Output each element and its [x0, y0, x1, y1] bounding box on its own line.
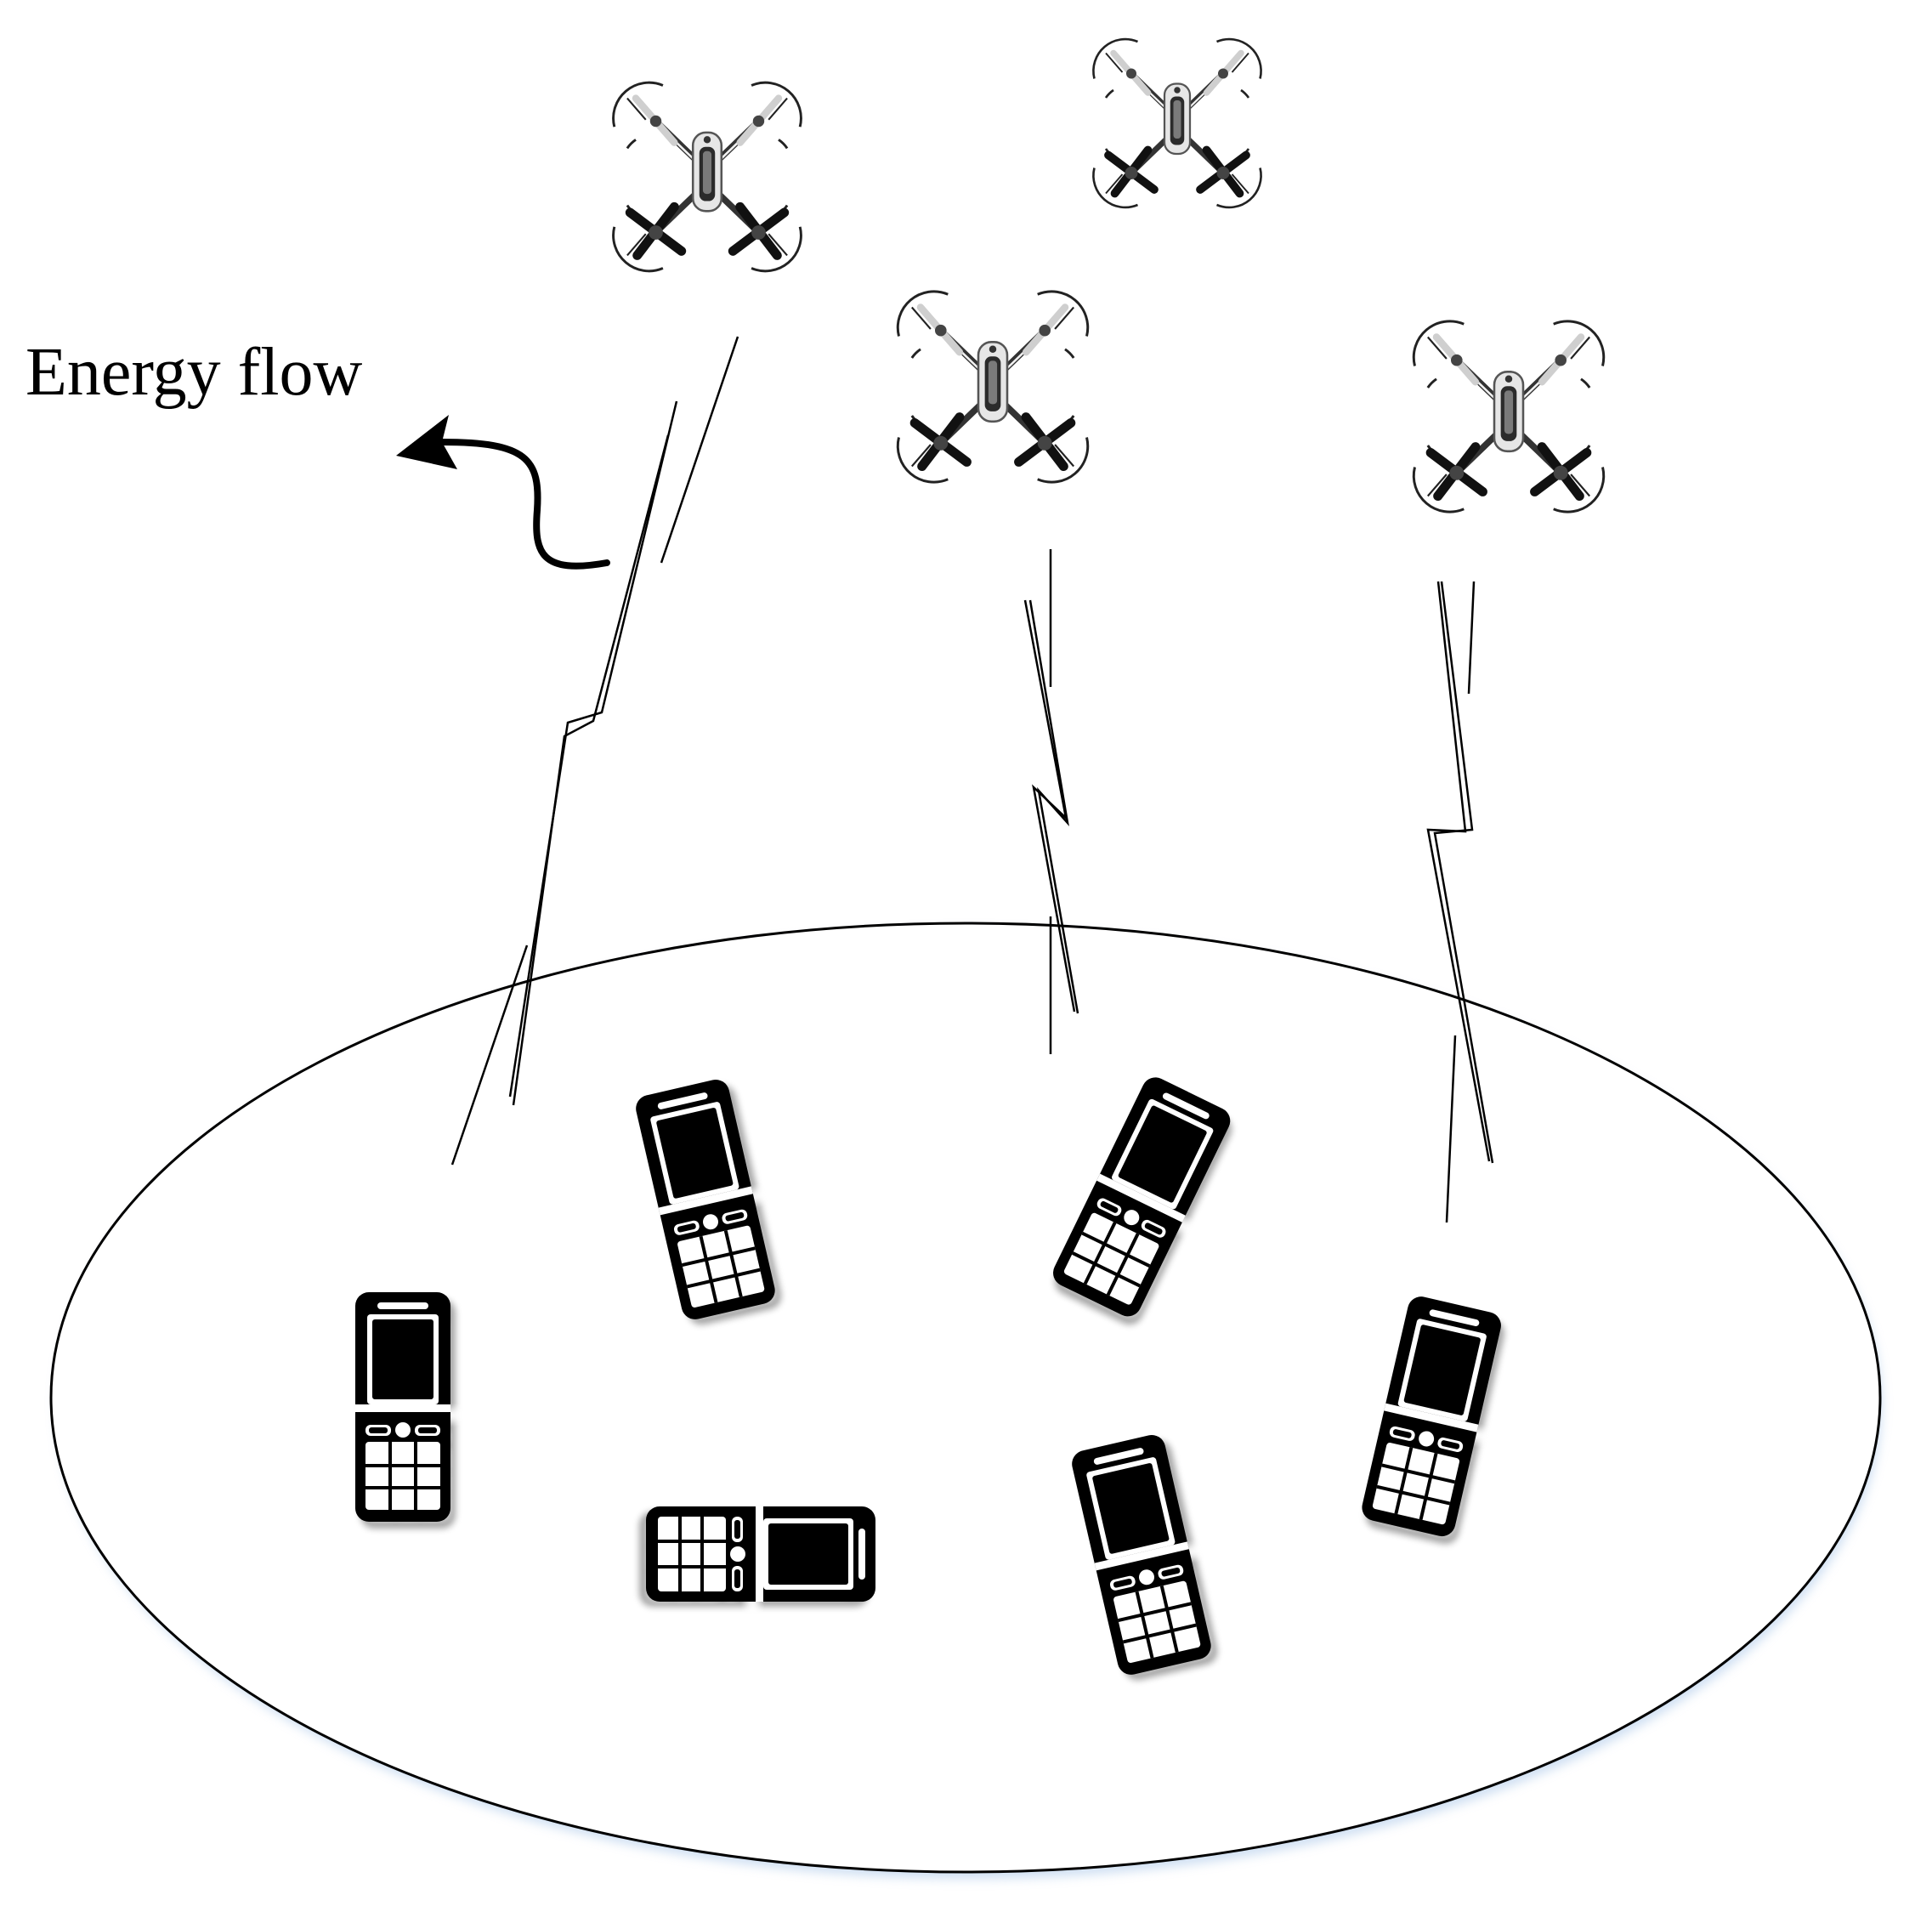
- wireless-energy-link: [1023, 549, 1079, 1054]
- energy-flow-label: Energy flow: [25, 335, 362, 410]
- wireless-energy-link: [1426, 581, 1494, 1223]
- energy-flow-arrowhead-icon: [396, 415, 457, 469]
- energy-flow-arrow: [439, 439, 610, 570]
- uav-drone-icon: [1414, 321, 1603, 512]
- wireless-energy-link: [450, 336, 739, 1166]
- device-phone-icon: [355, 1292, 456, 1529]
- uav-drone-icon: [898, 292, 1087, 482]
- coverage-area: [49, 922, 1882, 1874]
- device-phone-icon: [639, 1506, 875, 1607]
- uav-drone-icon: [1093, 39, 1261, 207]
- uav-drone-icon: [614, 82, 802, 271]
